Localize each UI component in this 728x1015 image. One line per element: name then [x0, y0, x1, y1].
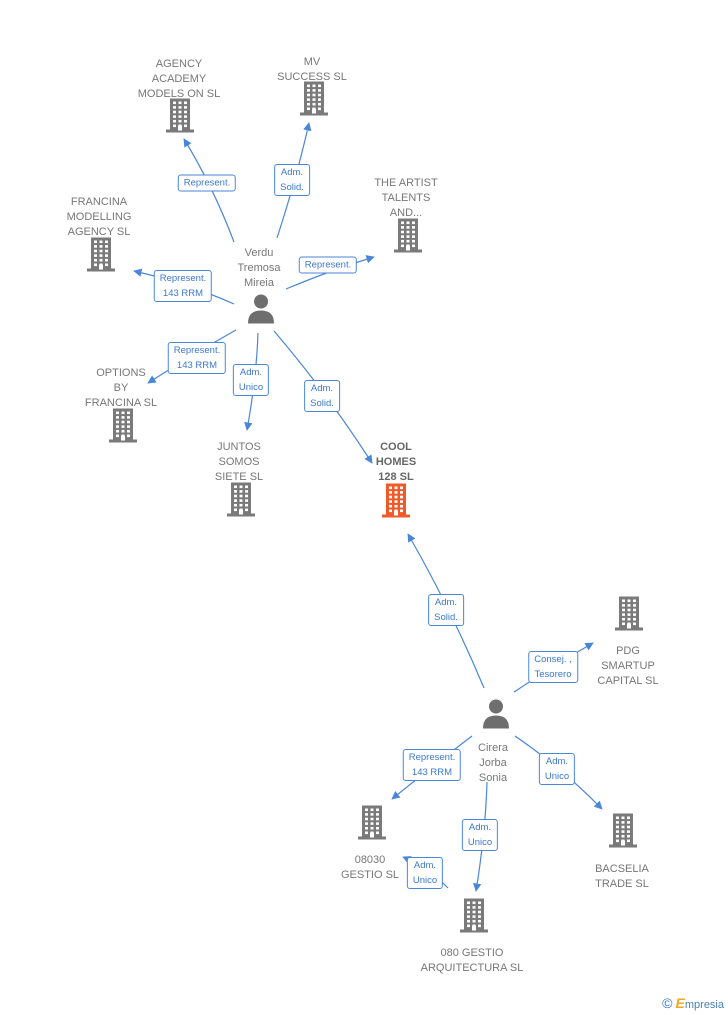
node-label-bacselia[interactable]: BACSELIA TRADE SL: [595, 863, 649, 890]
node-label-pdg[interactable]: PDG SMARTUP CAPITAL SL: [597, 645, 659, 687]
edge-label-verdu-options[interactable]: Represent. 143 RRM: [167, 342, 227, 374]
edge-label-cirera-gestio08030[interactable]: Adm. Unico: [406, 857, 444, 889]
node-label-mv[interactable]: MV SUCCESS SL: [277, 56, 347, 83]
node-label-artist[interactable]: THE ARTIST TALENTS AND...: [374, 177, 438, 219]
edge-label-cirera-gestio080[interactable]: Adm. Unico: [461, 819, 499, 851]
node-label-gestio08030[interactable]: 08030 GESTIO SL: [340, 854, 400, 881]
copyright-symbol: ©: [662, 995, 673, 1011]
building-icon[interactable]: [87, 237, 115, 277]
node-label-cool[interactable]: COOL HOMES 128 SL: [375, 441, 417, 483]
building-icon[interactable]: [166, 98, 194, 138]
node-label-options[interactable]: OPTIONS BY FRANCINA SL: [84, 367, 158, 409]
empresia-footer: © Empresia: [662, 995, 724, 1011]
empresia-logo-initial: E: [675, 995, 685, 1011]
person-icon[interactable]: [246, 294, 276, 329]
edge-label-verdu-cool[interactable]: Adm. Solid.: [304, 380, 340, 412]
edge-label-cirera-cool[interactable]: Adm. Solid.: [428, 594, 464, 626]
edge-label-verdu-mv[interactable]: Adm. Solid.: [274, 164, 310, 196]
building-icon[interactable]: [609, 813, 637, 853]
node-label-cirera[interactable]: Cirera Jorba Sonia: [478, 742, 508, 784]
edge-label-cirera-pdg[interactable]: Consej. , Tesorero: [528, 651, 578, 683]
node-label-juntos[interactable]: JUNTOS SOMOS SIETE SL: [214, 441, 264, 483]
building-icon[interactable]: [300, 81, 328, 121]
building-icon[interactable]: [382, 483, 410, 523]
building-icon[interactable]: [109, 408, 137, 448]
node-label-agency[interactable]: AGENCY ACADEMY MODELS ON SL: [137, 58, 221, 100]
building-icon[interactable]: [227, 482, 255, 522]
node-label-gestio080[interactable]: 080 GESTIO ARQUITECTURA SL: [420, 947, 524, 974]
building-icon[interactable]: [615, 596, 643, 636]
edge-label-verdu-artist[interactable]: Represent.: [298, 256, 358, 274]
building-icon[interactable]: [460, 898, 488, 938]
edge-label-verdu-juntos[interactable]: Adm. Unico: [232, 364, 270, 396]
edge-label-cirera-bacselia[interactable]: Adm. Unico: [538, 753, 576, 785]
building-icon[interactable]: [394, 218, 422, 258]
person-icon[interactable]: [481, 699, 511, 734]
empresia-logo-text: mpresia: [684, 999, 724, 1011]
building-icon[interactable]: [358, 805, 386, 845]
edge-label-verdu-francina[interactable]: Represent. 143 RRM: [153, 270, 213, 302]
node-label-francina[interactable]: FRANCINA MODELLING AGENCY SL: [66, 196, 132, 238]
edge-label-verdu-agency[interactable]: Represent.: [177, 174, 237, 192]
edge-label-cirera-gestio08030[interactable]: Represent. 143 RRM: [402, 749, 462, 781]
node-label-verdu[interactable]: Verdu Tremosa Mireia: [237, 247, 281, 289]
